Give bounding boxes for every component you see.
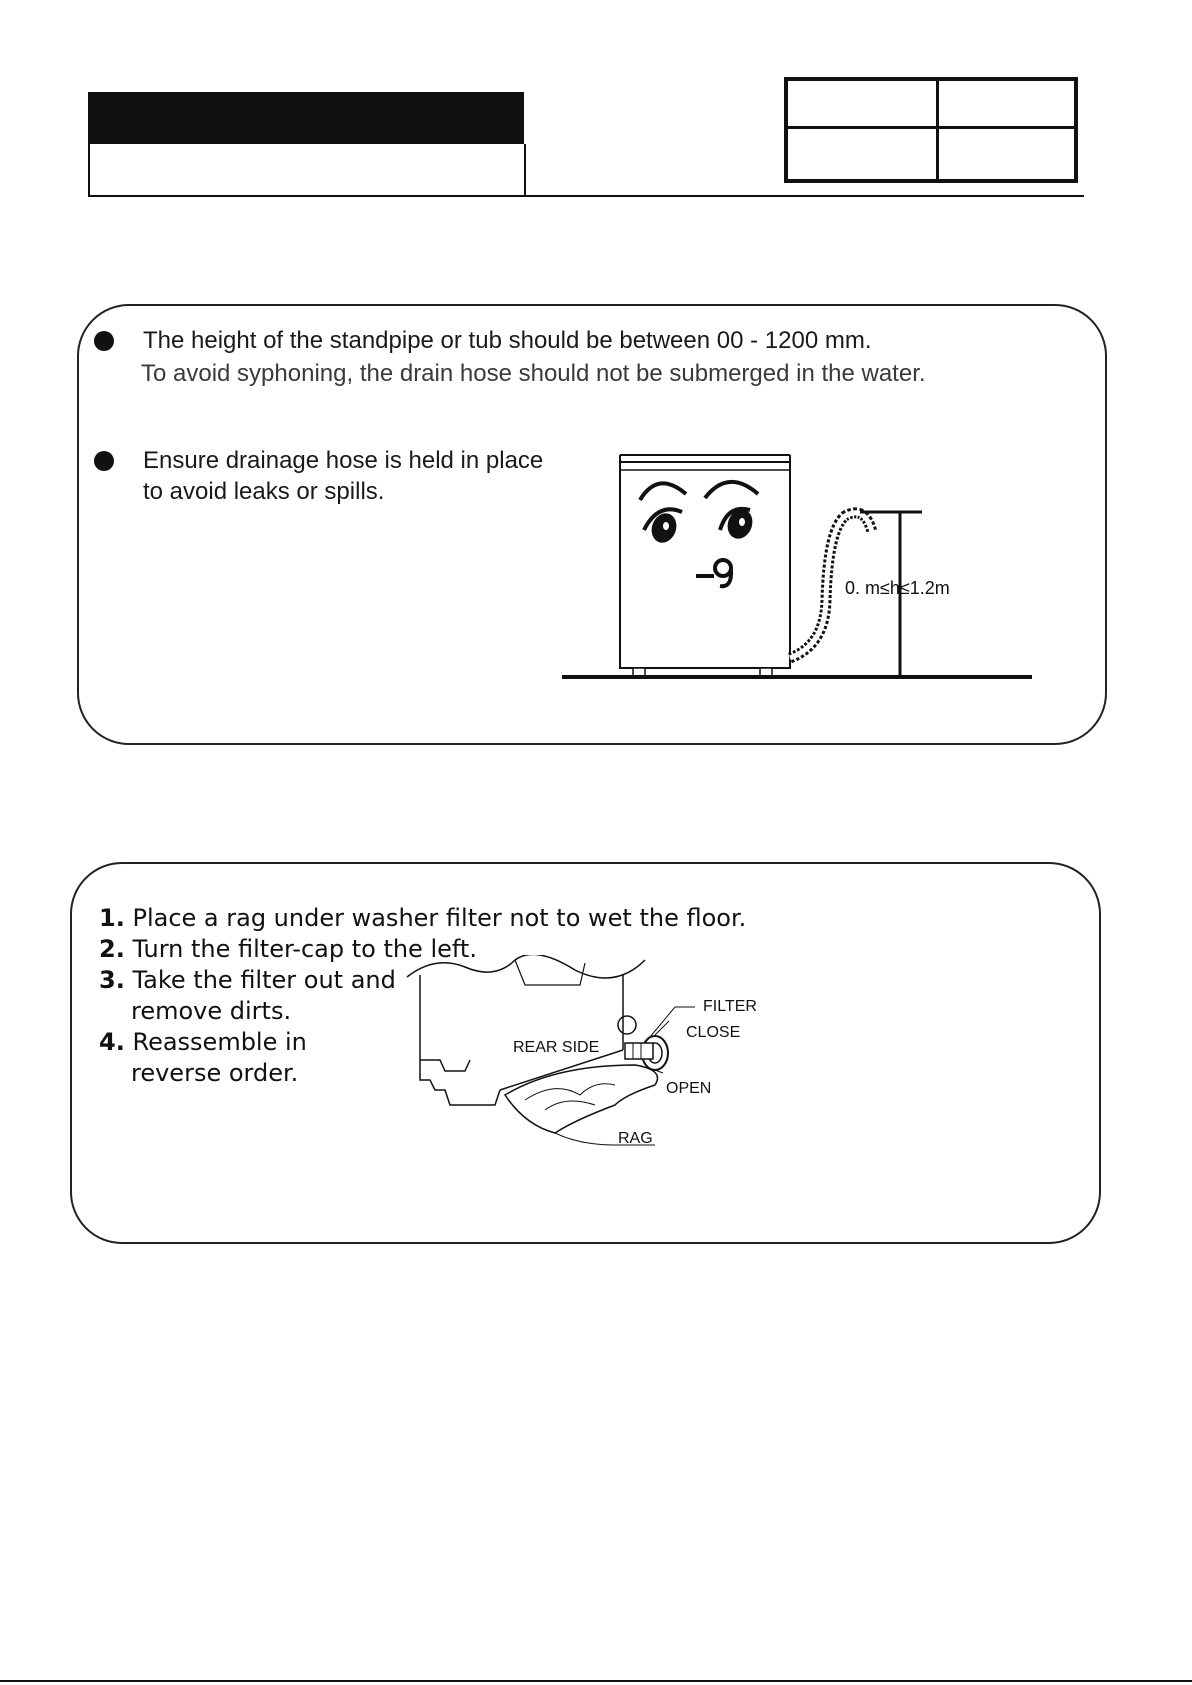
open-label: OPEN [666, 1080, 712, 1097]
header-title-bar [88, 92, 524, 144]
step-2: 2. Turn the filter-cap to the left. [99, 934, 746, 965]
step-text: Place a rag under washer filter not to w… [132, 904, 747, 932]
footer-rule [0, 1680, 1192, 1682]
step-number: 3. [99, 966, 125, 994]
filter-steps-list: 1. Place a rag under washer filter not t… [99, 903, 746, 1089]
step-4: 4. Reassemble in [99, 1027, 746, 1058]
standpipe-height-text: The height of the standpipe or tub shoul… [143, 327, 872, 354]
step-3: 3. Take the filter out and [99, 965, 746, 996]
syphoning-warning-text: To avoid syphoning, the drain hose shoul… [141, 360, 926, 387]
header-subtitle-bar [88, 144, 526, 197]
close-label: CLOSE [686, 1024, 741, 1041]
hose-hold-text: Ensure drainage hose is held in place [143, 447, 544, 474]
filter-illustration [406, 955, 695, 1146]
header-table [784, 77, 1078, 183]
step-1: 1. Place a rag under washer filter not t… [99, 903, 746, 934]
hose-hold-text-2: to avoid leaks or spills. [143, 478, 385, 505]
step-text: Reassemble in [132, 1028, 307, 1056]
header-rule [88, 195, 1084, 197]
step-number: 2. [99, 935, 125, 963]
header-table-divider [788, 126, 1074, 129]
header-table-divider [936, 81, 939, 179]
step-3-cont: remove dirts. [99, 996, 746, 1027]
height-range-label: 0. m≤h≤1.2m [845, 578, 950, 598]
bullet-icon [94, 451, 114, 471]
filter-cleaning-panel [70, 862, 1101, 1244]
bullet-icon [94, 331, 114, 351]
step-number: 4. [99, 1028, 125, 1056]
step-text: remove dirts. [131, 997, 292, 1025]
washer-drain-height-illustration [562, 454, 1032, 679]
rag-label: RAG [618, 1130, 653, 1147]
rear-side-label: REAR SIDE [513, 1039, 600, 1056]
drain-hose-panel [77, 304, 1107, 745]
filter-label: FILTER [703, 998, 757, 1015]
step-4-cont: reverse order. [99, 1058, 746, 1089]
step-text: Turn the filter-cap to the left. [132, 935, 477, 963]
step-text: reverse order. [131, 1059, 299, 1087]
step-number: 1. [99, 904, 125, 932]
step-text: Take the filter out and [132, 966, 396, 994]
